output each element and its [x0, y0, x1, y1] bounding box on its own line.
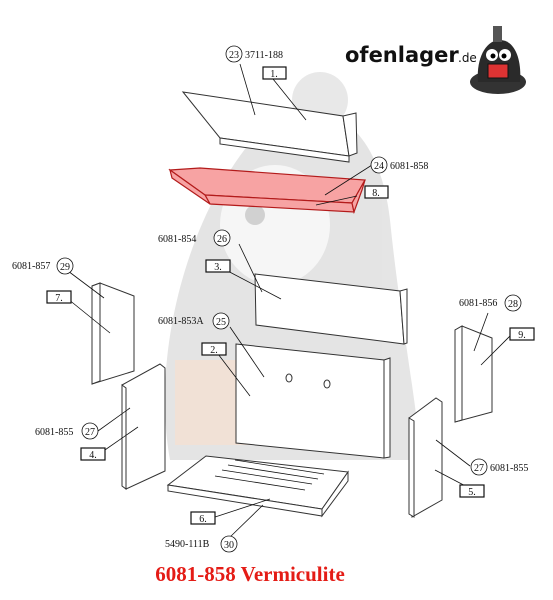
- label-part-8: 24 6081-858 8.: [364, 156, 428, 199]
- part-6081-855-right[interactable]: [408, 397, 443, 518]
- svg-text:27: 27: [474, 463, 484, 474]
- part-6081-856[interactable]: [454, 325, 493, 423]
- svg-text:5490-111B: 5490-111B: [165, 539, 210, 550]
- svg-text:30: 30: [224, 540, 234, 551]
- svg-text:6081-855: 6081-855: [35, 427, 73, 438]
- label-part-1: 23 3711-188 1.: [225, 45, 287, 80]
- svg-text:29: 29: [60, 262, 70, 273]
- svg-text:6081-858: 6081-858: [390, 161, 428, 172]
- label-part-2: 6081-853A 25 2.: [158, 312, 230, 356]
- svg-text:6.: 6.: [199, 514, 207, 525]
- part-6081-853A[interactable]: [235, 343, 391, 459]
- svg-text:5.: 5.: [468, 487, 476, 498]
- leader-lines: [67, 63, 513, 539]
- svg-text:26: 26: [217, 234, 227, 245]
- svg-text:9.: 9.: [518, 330, 526, 341]
- svg-text:1.: 1.: [270, 69, 278, 80]
- label-part-6: 6. 5490-111B 30: [165, 511, 238, 553]
- svg-text:6081-853A: 6081-853A: [158, 316, 204, 327]
- svg-text:23: 23: [229, 50, 239, 61]
- svg-text:28: 28: [508, 299, 518, 310]
- diagram-title: 6081-858 Vermiculite: [155, 562, 345, 586]
- svg-text:6081-856: 6081-856: [459, 298, 497, 309]
- svg-text:8.: 8.: [372, 188, 380, 199]
- svg-text:ofenlager: ofenlager: [345, 43, 459, 67]
- svg-text:6081-854: 6081-854: [158, 234, 196, 245]
- mascot-stove-icon: [470, 26, 526, 94]
- label-part-9: 6081-856 28 9.: [459, 294, 535, 341]
- part-3711-188[interactable]: [181, 91, 358, 163]
- part-6081-854[interactable]: [254, 273, 408, 345]
- svg-text:25: 25: [216, 317, 226, 328]
- svg-text:6081-855: 6081-855: [490, 463, 528, 474]
- label-part-4: 6081-855 27 4.: [35, 422, 106, 461]
- svg-text:7.: 7.: [55, 293, 63, 304]
- svg-text:3.: 3.: [214, 262, 222, 273]
- label-part-5: 27 6081-855 5.: [459, 458, 528, 498]
- svg-text:4.: 4.: [89, 450, 97, 461]
- label-part-7: 6081-857 29 7.: [12, 257, 74, 304]
- svg-text:24: 24: [374, 161, 384, 172]
- svg-text:.de: .de: [458, 51, 477, 65]
- part-6081-855-left[interactable]: [121, 363, 166, 490]
- svg-text:27: 27: [85, 427, 95, 438]
- label-part-3: 6081-854 26 3.: [158, 229, 231, 273]
- brand-logo[interactable]: ofenlager .de: [345, 26, 526, 94]
- part-6081-857[interactable]: [91, 282, 135, 385]
- svg-text:2.: 2.: [210, 345, 218, 356]
- svg-text:6081-857: 6081-857: [12, 261, 50, 272]
- svg-text:3711-188: 3711-188: [245, 50, 283, 61]
- part-5490-111B[interactable]: [166, 455, 349, 518]
- part-6081-858-highlighted[interactable]: [168, 167, 366, 215]
